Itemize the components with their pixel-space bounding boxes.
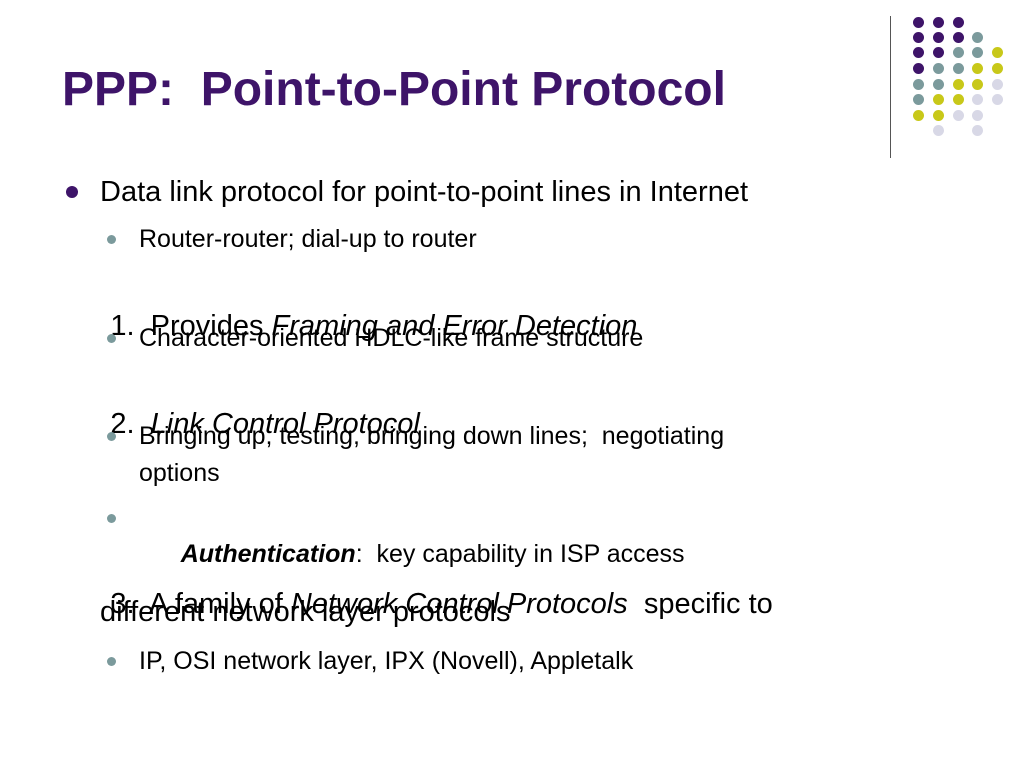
- slide-title: PPP: Point-to-Point Protocol: [62, 63, 726, 116]
- bullet-level1-icon: [66, 186, 78, 198]
- bold-italic-term: Authentication: [180, 540, 356, 568]
- bullet-text: Data link protocol for point-to-point li…: [100, 176, 749, 208]
- numbered-item-emphasis: Link Control Protocol: [150, 408, 420, 440]
- sub-bullet-text: Bringing up, testing, bringing down line…: [139, 422, 725, 450]
- sub-bullet-text-continuation: options: [139, 459, 220, 487]
- numbered-item-3-continuation: different network layer protocols: [100, 596, 511, 628]
- bullet-level2-icon: [107, 235, 116, 244]
- bullet-level2-icon: [107, 514, 116, 523]
- sub-bullet-text: Router-router; dial-up to router: [139, 225, 477, 253]
- numbered-item-emphasis: Framing and Error Detection: [271, 310, 638, 342]
- numbered-item-3: 3. A family of Network Control Protocols…: [62, 550, 773, 658]
- numbered-item-prefix: 1. Provides: [110, 310, 272, 342]
- sub-bullet-text: Character-oriented HDLC-like frame struc…: [139, 324, 644, 352]
- sub-bullet-text: Authentication: key capability in ISP ac…: [139, 500, 685, 608]
- title-divider: [890, 16, 891, 158]
- numbered-item-2: 2. Link Control Protocol: [62, 370, 420, 478]
- numbered-item-emphasis: Network Control Protocols: [290, 588, 628, 620]
- sub-bullet-rest: : key capability in ISP access: [355, 540, 685, 568]
- numbered-item-rest: specific to: [627, 588, 773, 620]
- numbered-item-1: 1. Provides Framing and Error Detection: [62, 272, 637, 380]
- numbered-item-prefix: 3. A family of: [110, 588, 291, 620]
- bullet-level2-icon: [107, 432, 116, 441]
- bullet-level2-icon: [107, 334, 116, 343]
- bullet-level2-icon: [107, 657, 116, 666]
- sub-bullet-text: IP, OSI network layer, IPX (Novell), App…: [139, 647, 634, 675]
